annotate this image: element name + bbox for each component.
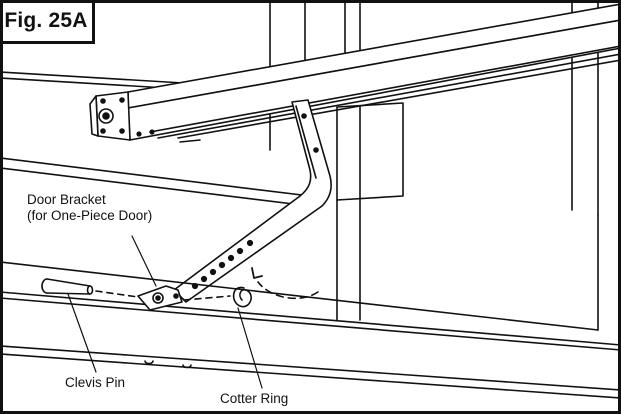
- clevis-pin-label: Clevis Pin: [63, 375, 128, 391]
- leader-lines: [67, 235, 263, 389]
- clevis-pin: [41, 278, 139, 298]
- door-bracket-label-line2: (for One-Piece Door): [27, 208, 153, 223]
- motion-arrow: [251, 267, 319, 300]
- door-panel: [3, 261, 618, 411]
- door-bracket-label: Door Bracket (for One-Piece Door): [25, 192, 155, 224]
- header-box: [336, 102, 404, 201]
- door-bracket-label-line1: Door Bracket: [27, 192, 106, 207]
- cotter-ring-label: Cotter Ring: [218, 391, 291, 407]
- cotter-ring: [183, 286, 252, 308]
- rail-end-bracket: [89, 91, 155, 141]
- figure-badge: Fig. 25A: [3, 3, 95, 44]
- door-arm: [173, 99, 332, 303]
- door-bracket: [137, 285, 183, 311]
